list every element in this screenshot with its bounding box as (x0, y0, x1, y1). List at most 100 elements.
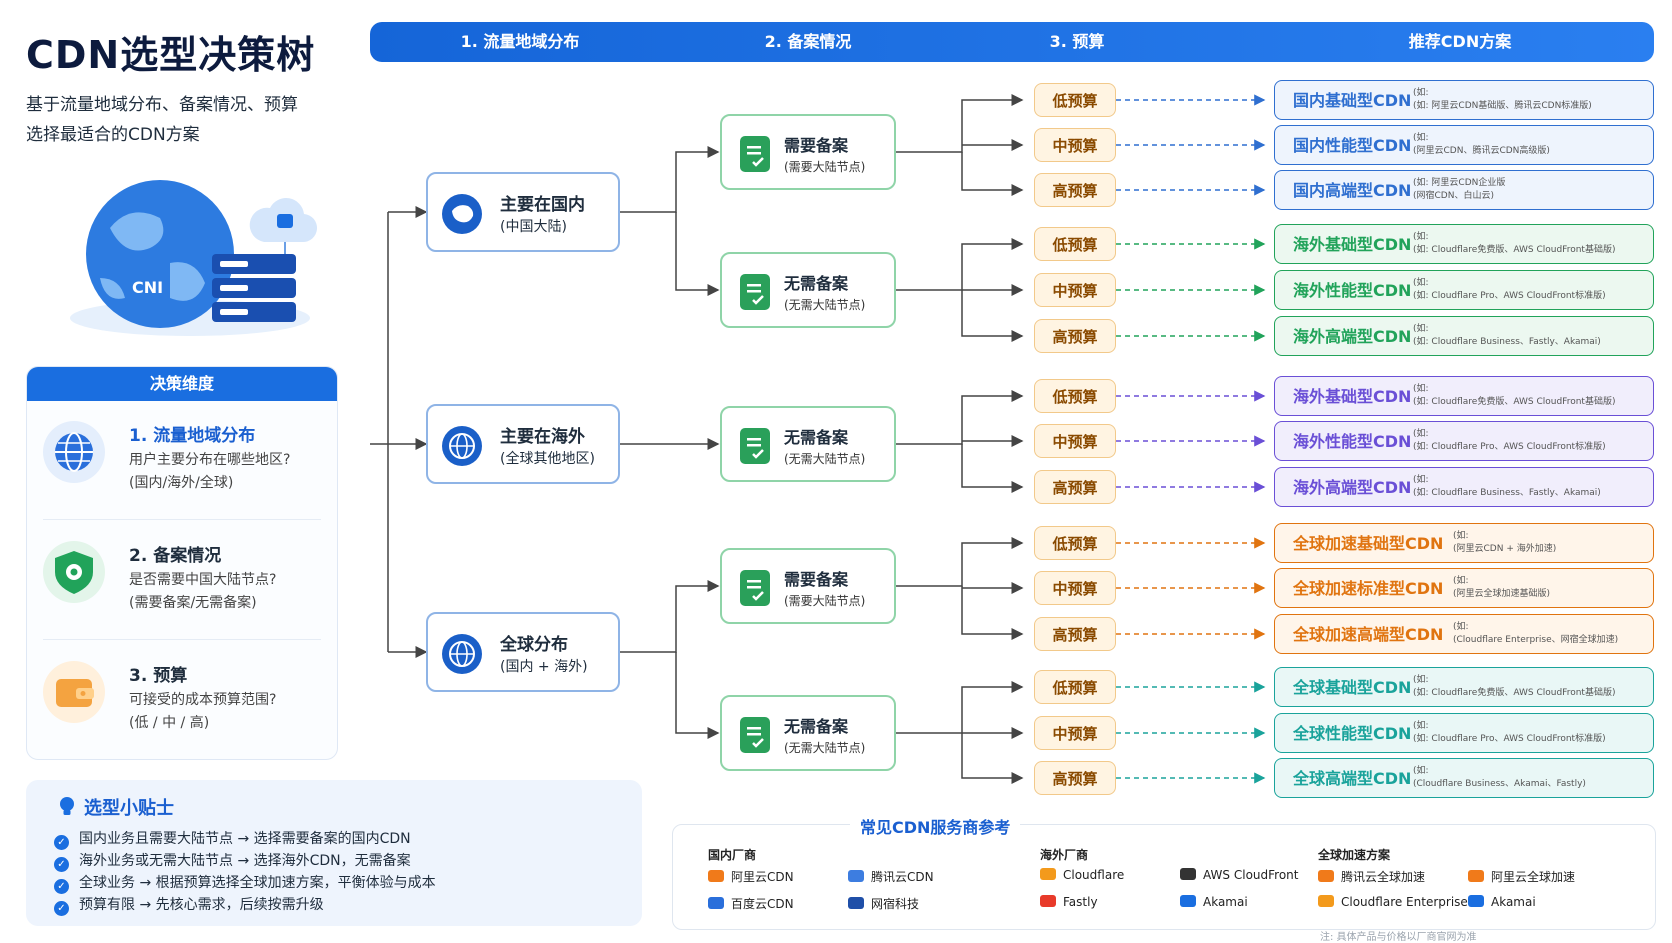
dimension-item-region: 1. 流量地域分布 用户主要分布在哪些地区?(国内/海外/全球) (27, 401, 337, 521)
recommendation-name: 海外高端型CDN (1293, 478, 1412, 497)
filing-node-not-required: 无需备案 (无需大陆节点) (720, 252, 896, 328)
budget-tag: 低预算 (1034, 379, 1116, 413)
recommendation-card: 海外性能型CDN(如:(如: Cloudflare Pro、AWS CloudF… (1274, 421, 1654, 461)
recommendation-card: 全球加速基础型CDN(如:(阿里云CDN + 海外加速) (1274, 523, 1654, 563)
region-node-domestic: 主要在国内 (中国大陆) (426, 172, 620, 252)
filing-title: 无需备案 (784, 428, 849, 447)
recommendation-name: 全球性能型CDN (1293, 724, 1412, 743)
tip-item: ✓国内业务且需要大陆节点 → 选择需要备案的国内CDN (54, 828, 411, 850)
budget-tag: 低预算 (1034, 526, 1116, 560)
recommendation-name: 全球加速基础型CDN (1293, 534, 1444, 553)
provider-group-title: 全球加速方案 (1318, 848, 1391, 862)
provider-item: 百度云CDN (708, 895, 794, 912)
provider-item: 腾讯云全球加速 (1318, 868, 1425, 885)
document-check-icon (740, 136, 770, 172)
provider-group-title: 海外厂商 (1040, 848, 1089, 862)
provider-logo-icon (1468, 870, 1484, 882)
recommendation-card: 海外性能型CDN(如:(如: Cloudflare Pro、AWS CloudF… (1274, 270, 1654, 310)
provider-note: 注: 具体产品与价格以厂商官网为准 (1320, 932, 1477, 943)
tips-title: 选型小贴士 (84, 798, 174, 819)
recommendation-card: 全球加速标准型CDN(如:(阿里云全球加速基础版) (1274, 568, 1654, 608)
budget-tag: 高预算 (1034, 761, 1116, 795)
column-header-bar: 1. 流量地域分布 2. 备案情况 3. 预算 推荐CDN方案 (370, 22, 1654, 62)
region-title: 全球分布 (500, 635, 568, 655)
provider-logo-icon (1318, 895, 1334, 907)
recommendation-card: 海外基础型CDN(如:(如: Cloudflare免费版、AWS CloudFr… (1274, 224, 1654, 264)
tip-item: ✓全球业务 → 根据预算选择全球加速方案，平衡体验与成本 (54, 872, 436, 894)
recommendation-card: 海外高端型CDN(如:(如: Cloudflare Business、Fastl… (1274, 316, 1654, 356)
globe-server-illustration: CNI (70, 180, 318, 336)
tips-panel: 选型小贴士 ✓国内业务且需要大陆节点 → 选择需要备案的国内CDN ✓海外业务或… (26, 780, 642, 926)
header-recommendation: 推荐CDN方案 (1408, 32, 1512, 51)
provider-item: 阿里云全球加速 (1468, 868, 1575, 885)
recommendation-example: (如:(如: Cloudflare Pro、AWS CloudFront标准版) (1413, 721, 1606, 744)
recommendation-name: 全球高端型CDN (1293, 769, 1412, 788)
header-region: 1. 流量地域分布 (460, 32, 580, 51)
recommendation-example: (如:(如: Cloudflare免费版、AWS CloudFront基础版) (1413, 384, 1616, 407)
recommendation-example: (如:(阿里云全球加速基础版) (1453, 576, 1551, 599)
region-title: 主要在海外 (500, 427, 585, 447)
recommendation-example: (如:(Cloudflare Business、Akamai、Fastly) (1413, 766, 1586, 789)
region-desc: (中国大陆) (500, 219, 567, 235)
recommendation-name: 海外性能型CDN (1293, 432, 1412, 451)
document-check-icon (740, 570, 770, 606)
provider-logo-icon (1318, 870, 1334, 882)
recommendation-example: (如:(如: 阿里云CDN基础版、腾讯云CDN标准版) (1413, 88, 1592, 111)
filing-desc: (无需大陆节点) (784, 741, 866, 755)
recommendation-card: 国内高端型CDN(如: 阿里云CDN企业版(网宿CDN、白山云) (1274, 170, 1654, 210)
recommendation-example: (如:(如: Cloudflare Business、Fastly、Akamai… (1413, 475, 1601, 498)
budget-tag: 中预算 (1034, 716, 1116, 750)
recommendation-card: 国内性能型CDN(如:(阿里云CDN、腾讯云CDN高级版) (1274, 125, 1654, 165)
provider-item: Akamai (1180, 895, 1248, 909)
decision-dimensions-card: 决策维度 1. 流量地域分布 用户主要分布在哪些地区?(国内/海外/全球) 2.… (26, 366, 338, 760)
provider-logo-icon (848, 897, 864, 909)
budget-tag: 高预算 (1034, 173, 1116, 207)
recommendation-card: 国内基础型CDN(如:(如: 阿里云CDN基础版、腾讯云CDN标准版) (1274, 80, 1654, 120)
budget-tag: 中预算 (1034, 273, 1116, 307)
budget-tag: 高预算 (1034, 617, 1116, 651)
provider-group-title: 国内厂商 (708, 848, 757, 862)
decision-dimensions-title: 决策维度 (27, 367, 337, 401)
shield-icon (43, 541, 105, 603)
provider-reference-panel (672, 824, 1656, 930)
dimension-desc: 用户主要分布在哪些地区?(国内/海外/全球) (129, 452, 291, 491)
dimension-title: 3. 预算 (129, 666, 188, 686)
provider-logo-icon (1180, 868, 1196, 880)
tip-item: ✓预算有限 → 先核心需求，后续按需升级 (54, 894, 324, 916)
globe-icon (442, 426, 482, 466)
provider-logo-icon (1040, 895, 1056, 907)
recommendation-card: 海外基础型CDN(如:(如: Cloudflare免费版、AWS CloudFr… (1274, 376, 1654, 416)
dimension-title: 2. 备案情况 (129, 546, 222, 566)
filing-node-required: 需要备案 (需要大陆节点) (720, 114, 896, 190)
check-icon: ✓ (54, 901, 69, 916)
region-title: 主要在国内 (500, 195, 585, 215)
filing-desc: (需要大陆节点) (784, 594, 866, 608)
provider-logo-icon (848, 870, 864, 882)
recommendation-example: (如:(如: Cloudflare免费版、AWS CloudFront基础版) (1413, 675, 1616, 698)
budget-tag: 高预算 (1034, 319, 1116, 353)
header-filing: 2. 备案情况 (764, 32, 852, 51)
svg-text:CNI: CNI (132, 278, 163, 297)
region-node-global: 全球分布 (国内 + 海外) (426, 612, 620, 692)
subtitle-line-1: 基于流量地域分布、备案情况、预算 (26, 95, 298, 115)
recommendation-example: (如:(Cloudflare Enterprise、网宿全球加速) (1453, 622, 1619, 645)
provider-item: Akamai (1468, 895, 1536, 909)
tip-item: ✓海外业务或无需大陆节点 → 选择海外CDN，无需备案 (54, 850, 411, 872)
recommendation-example: (如: 阿里云CDN企业版(网宿CDN、白山云) (1413, 178, 1506, 201)
recommendation-name: 海外基础型CDN (1293, 235, 1412, 254)
filing-title: 无需备案 (784, 274, 849, 293)
filing-node-required: 需要备案 (需要大陆节点) (720, 548, 896, 624)
recommendation-card: 全球基础型CDN(如:(如: Cloudflare免费版、AWS CloudFr… (1274, 667, 1654, 707)
provider-item: Fastly (1040, 895, 1098, 909)
recommendation-example: (如:(如: Cloudflare Pro、AWS CloudFront标准版) (1413, 278, 1606, 301)
budget-tag: 低预算 (1034, 227, 1116, 261)
provider-item: 网宿科技 (848, 895, 919, 912)
recommendation-name: 国内高端型CDN (1293, 181, 1412, 200)
check-icon: ✓ (54, 857, 69, 872)
divider (43, 519, 321, 520)
region-desc: (全球其他地区) (500, 451, 595, 467)
budget-tag: 中预算 (1034, 424, 1116, 458)
china-map-icon (442, 194, 482, 234)
region-node-overseas: 主要在海外 (全球其他地区) (426, 404, 620, 484)
budget-tag: 低预算 (1034, 83, 1116, 117)
